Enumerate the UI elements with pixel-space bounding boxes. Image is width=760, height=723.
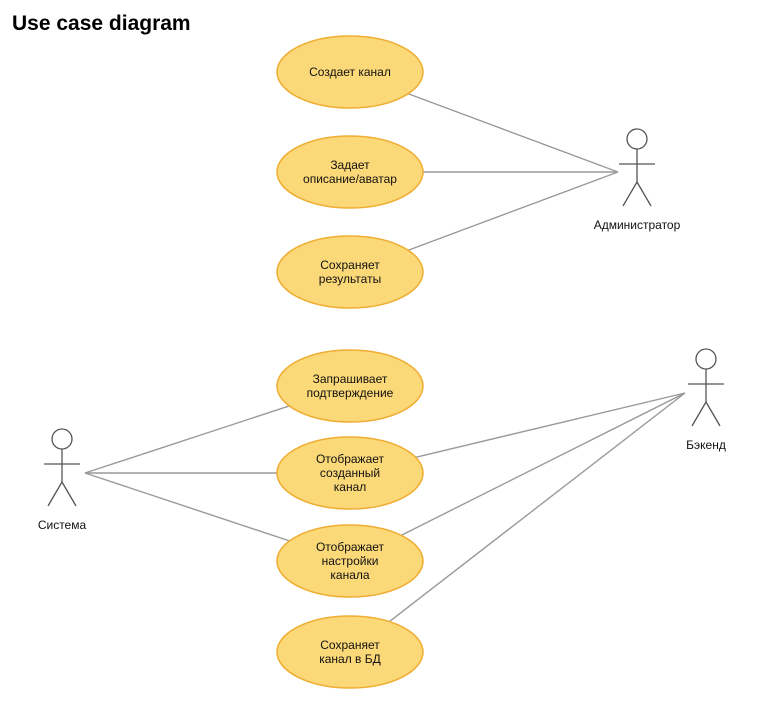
use-case-ellipse [276,135,424,209]
use-case-label: Создает канал [309,65,391,79]
use-case-label: Отображает [316,452,385,466]
use-case-label: описание/аватар [303,172,397,186]
stick-figure-icon [619,128,655,207]
association-line-system-uc4 [84,405,290,474]
use-case-label: настройки [322,554,379,568]
association-line-admin-uc1 [407,93,619,173]
association-line-backend-uc5 [415,392,686,458]
use-case-ellipse [276,524,424,598]
actor-system[interactable]: Система [38,428,87,532]
use-case-ellipse [276,615,424,689]
association-line-admin-uc3 [407,171,619,251]
use-case-uc1[interactable]: Создает канал [276,35,424,109]
actor-label: Система [38,518,87,532]
use-case-label: канала [330,568,369,582]
use-case-label: результаты [319,272,381,286]
use-case-label: канал [334,480,367,494]
use-case-label: Задает [330,158,370,172]
actor-backend[interactable]: Бэкенд [686,348,726,452]
use-case-label: Запрашивает [313,372,388,386]
association-line-backend-uc6 [400,392,686,536]
stick-figure-icon [688,348,724,427]
actor-label: Бэкенд [686,438,726,452]
use-case-label: Сохраняет [320,638,380,652]
association-line-system-uc6 [84,472,290,542]
actor-label: Администратор [594,218,681,232]
use-case-ellipse [276,349,424,423]
use-cases: Создает каналЗадаетописание/аватарСохран… [276,35,424,689]
stick-figure-icon [44,428,80,507]
use-case-ellipse [276,235,424,309]
associations [84,93,686,623]
association-line-backend-uc7 [388,392,686,623]
actor-admin[interactable]: Администратор [594,128,681,232]
use-case-label: созданный [320,466,380,480]
diagram-title: Use case diagram [12,12,191,35]
use-case-ellipse [276,35,424,109]
use-case-label: Отображает [316,540,385,554]
use-case-label: канал в БД [319,652,381,666]
use-case-label: подтверждение [307,386,394,400]
use-case-label: Сохраняет [320,258,380,272]
use-case-ellipse [276,436,424,510]
